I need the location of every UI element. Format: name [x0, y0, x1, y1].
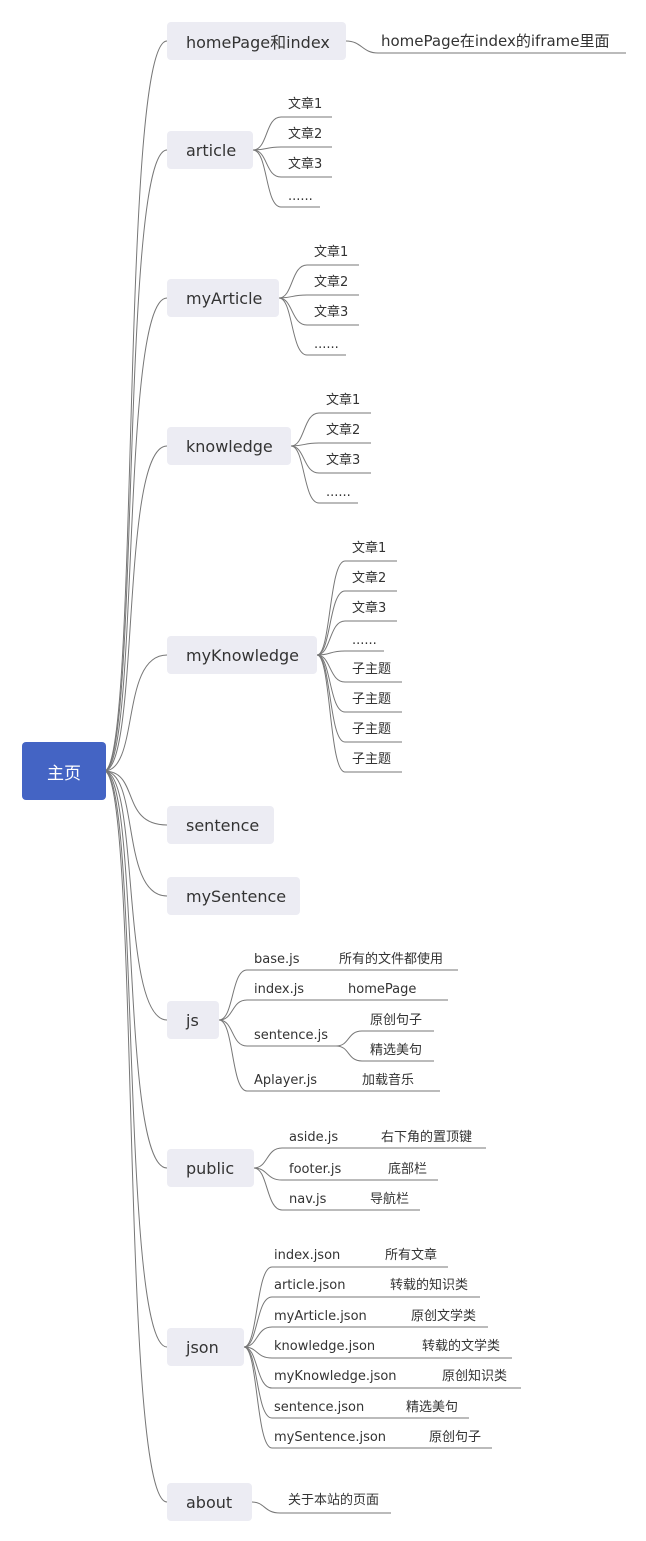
node-mysentence-label: mySentence — [186, 886, 287, 906]
node-myknowledge-label: myKnowledge — [186, 645, 300, 665]
json-file[interactable]: knowledge.json — [274, 1339, 376, 1354]
node-myarticle[interactable]: myArticle — [167, 279, 279, 317]
article-item[interactable]: 文章2 — [288, 127, 323, 142]
knowledge-item[interactable]: 文章1 — [326, 393, 361, 408]
node-js[interactable]: js — [167, 1001, 219, 1039]
myknowledge-subtopic[interactable]: 子主题 — [352, 722, 392, 737]
node-homepage[interactable]: homePage和index — [167, 22, 346, 60]
myarticle-item[interactable]: 文章2 — [314, 275, 349, 290]
node-about-label: about — [186, 1492, 233, 1512]
node-myknowledge[interactable]: myKnowledge — [167, 636, 317, 674]
knowledge-item[interactable]: ...... — [326, 485, 351, 500]
js-file-sentence[interactable]: sentence.js — [254, 1028, 329, 1043]
node-sentence[interactable]: sentence — [167, 806, 274, 844]
json-file[interactable]: myArticle.json — [274, 1309, 367, 1324]
homepage-note[interactable]: homePage在index的iframe里面 — [381, 32, 610, 50]
js-desc-index[interactable]: homePage — [348, 982, 417, 997]
article-item[interactable]: 文章3 — [288, 157, 323, 172]
json-file[interactable]: sentence.json — [274, 1400, 365, 1415]
node-mysentence[interactable]: mySentence — [167, 877, 300, 915]
node-article-label: article — [186, 140, 237, 160]
public-file[interactable]: aside.js — [289, 1130, 339, 1145]
json-file[interactable]: mySentence.json — [274, 1430, 387, 1445]
node-about[interactable]: about — [167, 1483, 252, 1521]
json-desc[interactable]: 转载的知识类 — [390, 1278, 469, 1293]
node-json[interactable]: json — [167, 1328, 244, 1366]
json-file[interactable]: index.json — [274, 1248, 341, 1263]
js-desc-base[interactable]: 所有的文件都使用 — [339, 952, 444, 967]
public-desc[interactable]: 右下角的置顶键 — [381, 1130, 473, 1145]
public-desc[interactable]: 底部栏 — [388, 1162, 428, 1177]
node-knowledge[interactable]: knowledge — [167, 427, 291, 465]
myknowledge-item[interactable]: 文章2 — [352, 571, 387, 586]
root-label: 主页 — [47, 763, 81, 784]
js-desc-aplayer[interactable]: 加载音乐 — [362, 1073, 415, 1088]
json-desc[interactable]: 转载的文学类 — [422, 1339, 501, 1354]
myknowledge-item[interactable]: ...... — [352, 633, 377, 648]
json-desc[interactable]: 精选美句 — [406, 1400, 459, 1415]
knowledge-item[interactable]: 文章2 — [326, 423, 361, 438]
js-desc-sentence-original[interactable]: 原创句子 — [370, 1013, 423, 1028]
myknowledge-item[interactable]: 文章1 — [352, 541, 387, 556]
about-note[interactable]: 关于本站的页面 — [288, 1493, 380, 1508]
json-desc[interactable]: 所有文章 — [385, 1248, 438, 1263]
node-public[interactable]: public — [167, 1149, 254, 1187]
json-desc[interactable]: 原创文学类 — [411, 1309, 477, 1324]
root-connectors — [103, 40, 168, 1503]
myarticle-item[interactable]: ...... — [314, 337, 339, 352]
js-file-base[interactable]: base.js — [254, 952, 300, 967]
knowledge-item[interactable]: 文章3 — [326, 453, 361, 468]
json-desc[interactable]: 原创知识类 — [442, 1369, 508, 1384]
node-homepage-label: homePage和index — [186, 33, 330, 52]
public-desc[interactable]: 导航栏 — [370, 1192, 410, 1207]
node-article[interactable]: article — [167, 131, 253, 169]
node-knowledge-label: knowledge — [186, 436, 273, 456]
myarticle-item[interactable]: 文章1 — [314, 245, 349, 260]
node-myarticle-label: myArticle — [186, 288, 263, 308]
js-desc-sentence-selected[interactable]: 精选美句 — [370, 1043, 423, 1058]
json-file[interactable]: myKnowledge.json — [274, 1369, 397, 1384]
root-node[interactable]: 主页 — [22, 742, 106, 800]
js-file-index[interactable]: index.js — [254, 982, 305, 997]
myknowledge-subtopic[interactable]: 子主题 — [352, 752, 392, 767]
js-file-aplayer[interactable]: Aplayer.js — [254, 1073, 318, 1088]
node-sentence-label: sentence — [186, 815, 260, 835]
node-js-label: js — [186, 1010, 199, 1030]
myknowledge-subtopic[interactable]: 子主题 — [352, 662, 392, 677]
public-file[interactable]: nav.js — [289, 1192, 327, 1207]
myknowledge-subtopic[interactable]: 子主题 — [352, 692, 392, 707]
json-file[interactable]: article.json — [274, 1278, 346, 1293]
node-json-label: json — [186, 1337, 219, 1357]
myknowledge-item[interactable]: 文章3 — [352, 601, 387, 616]
json-desc[interactable]: 原创句子 — [429, 1430, 482, 1445]
node-public-label: public — [186, 1158, 235, 1178]
article-item[interactable]: ...... — [288, 189, 313, 204]
public-file[interactable]: footer.js — [289, 1162, 342, 1177]
article-item[interactable]: 文章1 — [288, 97, 323, 112]
myarticle-item[interactable]: 文章3 — [314, 305, 349, 320]
